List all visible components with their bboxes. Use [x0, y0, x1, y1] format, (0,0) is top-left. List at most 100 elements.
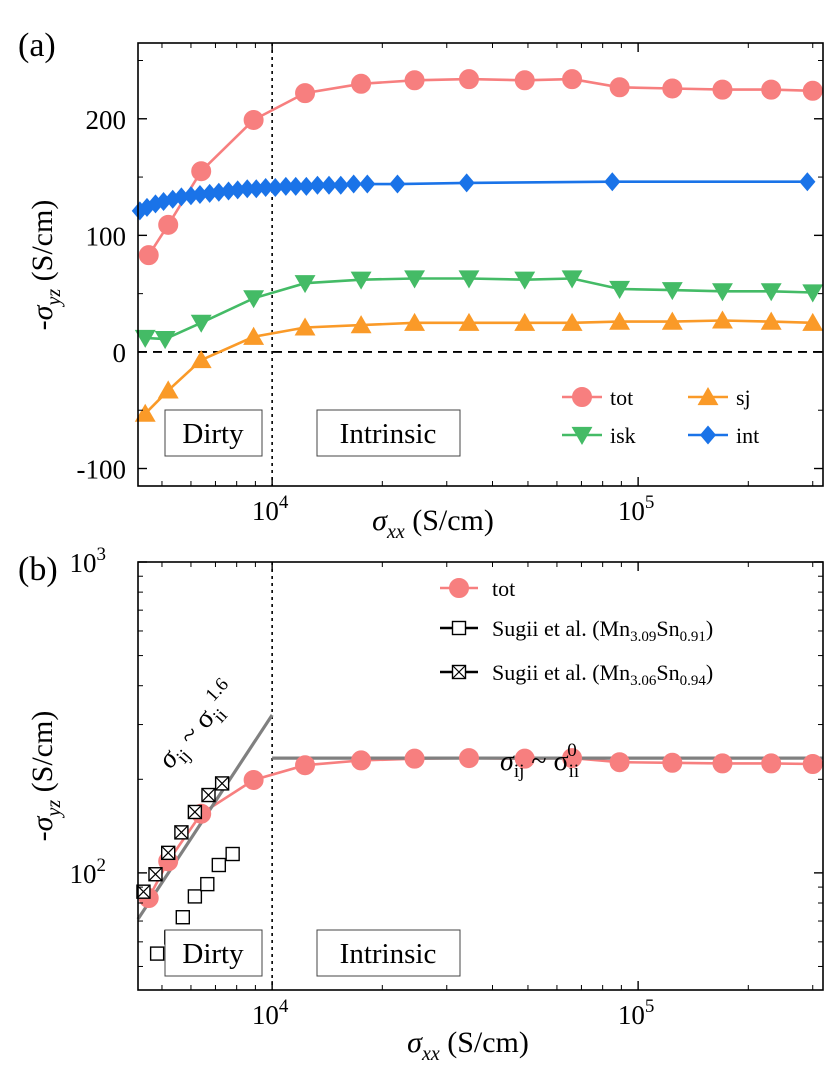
panel-b-point-sugii-et-al-mn3-09sn0-91 [200, 876, 215, 892]
panel-a-point-int [173, 187, 190, 207]
panel-a-point-sj [294, 317, 316, 336]
panel-b-point-tot [514, 748, 535, 769]
panel-b-point-tot [662, 752, 683, 773]
panel-a-point-sj [134, 403, 156, 422]
panel-a-y-tick-label: -100 [77, 455, 127, 485]
panel-a-point-tot [662, 78, 683, 99]
panel-a-series-tot [138, 69, 823, 266]
panel-b-point-tot [562, 748, 583, 769]
panel-b-label: (b) [18, 551, 58, 588]
panel-a-point-int [332, 175, 349, 195]
panel-b-point-tot [295, 755, 316, 776]
panel-a-point-tot [458, 69, 479, 90]
panel-a-point-sj [350, 315, 372, 334]
panel-a-point-int [220, 181, 237, 201]
legend-label-int: int [736, 423, 759, 448]
panel-b-point-tot [761, 753, 782, 774]
panel-a-point-sj [404, 312, 426, 331]
panel-a-y-tick-label: 200 [86, 105, 127, 135]
panel-a-point-int [359, 174, 376, 194]
panel-a-series-isk [134, 270, 824, 350]
panel-a-point-int [191, 185, 209, 205]
panel-b-fit-lines [136, 714, 823, 920]
panel-a-point-tot [514, 70, 535, 91]
panel-b-point-tot [609, 752, 630, 773]
panel-a-point-isk [712, 283, 733, 302]
panel-a-point-sj [157, 380, 179, 399]
panel-a-point-tot [712, 79, 733, 100]
panel-b-point-tot [351, 750, 372, 771]
panel-a-reference-lines [138, 43, 823, 486]
panel-a-point-tot [609, 77, 630, 98]
panel-a-point-int [201, 183, 218, 203]
panel-a-point-isk [294, 275, 316, 294]
panel-a-point-tot [761, 79, 782, 100]
panel-b-point-sugii-et-al-mn3-09sn0-91 [187, 889, 203, 904]
panel-a-point-isk [802, 284, 824, 303]
panel-a-y-axis-label: -σyz (S/cm) [26, 200, 65, 331]
panel-b-point-tot [712, 753, 733, 774]
panel-a-point-int [267, 178, 284, 198]
panel-a-point-isk [243, 290, 265, 309]
panel-b-point-sugii-et-al-mn3-06sn0-94 [148, 867, 163, 882]
panel-b-x-axis-label: σxx (S/cm) [407, 1026, 529, 1065]
panel-a-point-int [155, 192, 172, 212]
panel-a-line-isk [145, 277, 813, 341]
panel-a-point-isk [760, 283, 782, 302]
panel-a-y-tick-label: 0 [113, 338, 127, 368]
panel-a-point-tot [562, 69, 583, 90]
panel-a-point-int [229, 180, 246, 200]
region-intrinsic-label-a: Intrinsic [340, 418, 437, 450]
panel-a-point-int [248, 179, 265, 199]
panel-a-point-sj [190, 350, 212, 369]
panel-b-point-sugii-et-al-mn3-09sn0-91 [149, 946, 165, 961]
panel-a-point-int [239, 179, 256, 199]
panel-b-series-tot [138, 748, 823, 909]
panel-b-point-sugii-et-al-mn3-06sn0-94 [214, 776, 230, 791]
panel-a-point-int [799, 172, 816, 192]
region-intrinsic-label-b: Intrinsic [340, 938, 437, 970]
panel-a-point-isk [154, 331, 176, 350]
panel-a-point-isk [458, 270, 480, 289]
panel-a-point-sj [802, 312, 824, 331]
panel-b-series [136, 748, 823, 961]
legend-label-sugii-et-al-mn3-06sn0-94: Sugii et al. (Mn3.06Sn0.94) [492, 660, 713, 689]
panel-b-y-axis-label: -σyz (S/cm) [26, 711, 65, 842]
panel-b-point-tot [802, 753, 823, 774]
panel-b-plot-frame [137, 561, 824, 991]
panel-a-x-tick-label: 104 [252, 492, 289, 526]
legend-label-sugii-et-al-mn3-09sn0-91: Sugii et al. (Mn3.09Sn0.91) [492, 616, 713, 645]
panel-a-point-sj [661, 311, 683, 330]
panel-b-point-tot [404, 748, 425, 769]
panel-b-series-sugii-et-al-mn3-06sn0-94 [136, 776, 230, 899]
panel-a-point-tot [404, 70, 425, 91]
panel-a-point-isk [190, 314, 212, 333]
panel-b-y-tick-label: 102 [70, 855, 107, 889]
legend-marker-sj [697, 387, 719, 406]
panel-b-point-sugii-et-al-mn3-09sn0-91 [211, 857, 227, 873]
panel-b-region-dirty: Dirty [164, 929, 263, 977]
panel-a-x-tick-label: 105 [618, 492, 655, 526]
panel-a-point-sj [760, 311, 782, 330]
panel-b-x-tick-label: 105 [618, 996, 655, 1030]
panel-a-point-int [345, 174, 362, 194]
panel-a-point-isk [561, 270, 583, 289]
panel-a-point-int [210, 182, 227, 202]
panel-a-point-tot [351, 73, 372, 94]
legend-label-isk: isk [610, 423, 636, 448]
legend-entry-tot: tot [440, 576, 515, 601]
panel-a-point-isk [661, 282, 683, 301]
legend-label-tot: tot [492, 576, 515, 601]
panel-a-point-isk [609, 280, 631, 299]
panel-a-point-sj [561, 312, 583, 331]
legend-marker-int [699, 425, 717, 445]
panel-a-plot-frame [137, 42, 824, 487]
panel-a-point-sj [458, 312, 480, 331]
legend-label-tot: tot [610, 385, 633, 410]
panel-a-point-sj [609, 311, 631, 330]
panel-b-point-sugii-et-al-mn3-06sn0-94 [201, 787, 216, 803]
